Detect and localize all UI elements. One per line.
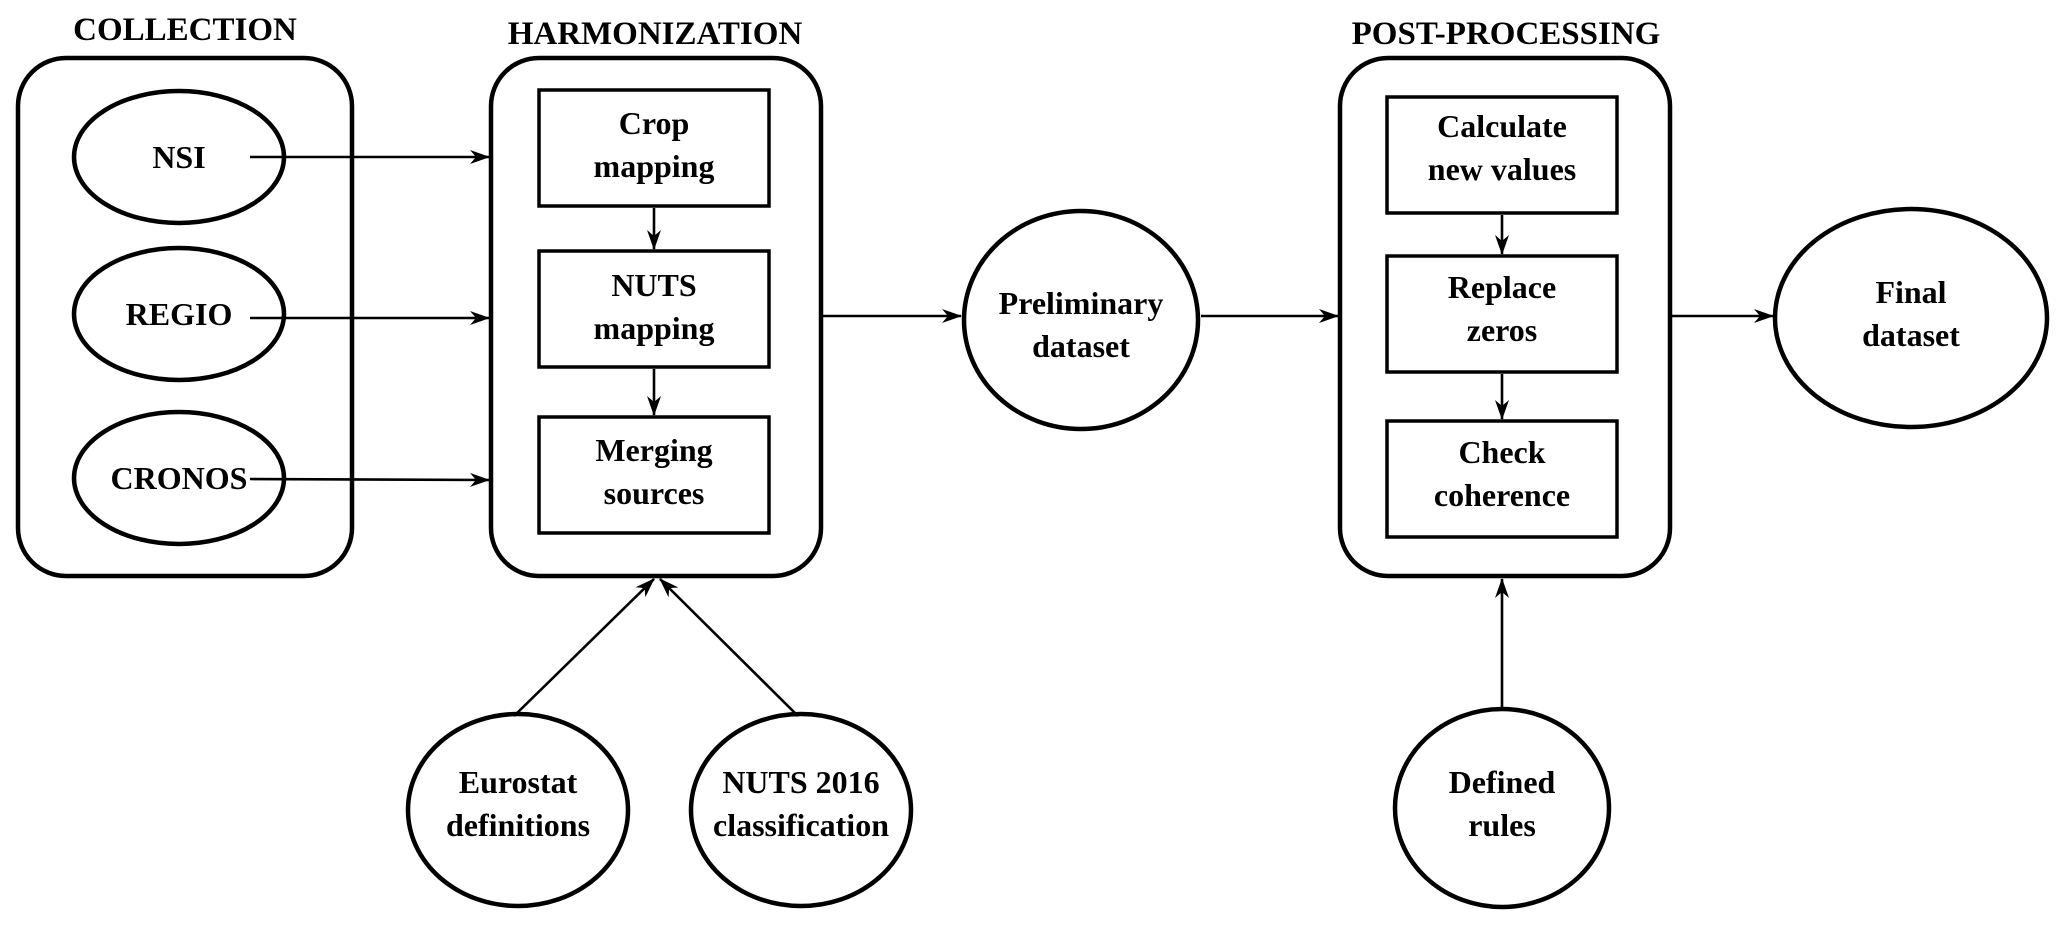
node-cronos-label: CRONOS	[111, 460, 248, 496]
node-nuts-mapping: NUTS mapping	[537, 249, 771, 369]
node-check-coherence: Check coherence	[1385, 419, 1619, 539]
node-calculate-new-values-line2: new values	[1428, 151, 1576, 187]
node-eurostat-definitions-line2: definitions	[446, 807, 590, 843]
node-regio-label: REGIO	[126, 296, 233, 332]
collection-heading: COLLECTION	[73, 12, 297, 48]
node-replace-zeros: Replace zeros	[1385, 254, 1619, 374]
arrow-eurostat-to-harmonization	[513, 578, 655, 717]
node-crop-mapping-line2: mapping	[594, 148, 715, 184]
node-preliminary-dataset: Preliminary dataset	[961, 208, 1201, 432]
node-regio: REGIO	[71, 245, 287, 383]
node-replace-zeros-line2: zeros	[1467, 312, 1537, 348]
node-defined-rules-line2: rules	[1468, 807, 1536, 843]
node-check-coherence-line2: coherence	[1434, 477, 1570, 513]
harmonization-heading: HARMONIZATION	[508, 16, 803, 52]
node-defined-rules-line1: Defined	[1449, 764, 1556, 800]
node-final-dataset-line1: Final	[1875, 274, 1946, 310]
node-check-coherence-line1: Check	[1458, 434, 1545, 470]
node-final-dataset-line2: dataset	[1862, 317, 1960, 353]
node-nuts-mapping-line1: NUTS	[611, 267, 696, 303]
node-calculate-new-values-line1: Calculate	[1437, 108, 1567, 144]
node-preliminary-dataset-line2: dataset	[1032, 328, 1130, 364]
node-merging-sources-line2: sources	[604, 475, 705, 511]
node-nuts-2016-classification-line1: NUTS 2016	[722, 764, 879, 800]
node-final-dataset: Final dataset	[1772, 206, 2050, 430]
node-nuts-2016-classification-line2: classification	[713, 807, 889, 843]
node-eurostat-definitions: Eurostat definitions	[405, 711, 631, 909]
node-preliminary-dataset-line1: Preliminary	[999, 285, 1164, 321]
post-processing-heading: POST-PROCESSING	[1352, 16, 1661, 52]
node-calculate-new-values: Calculate new values	[1385, 95, 1619, 215]
node-crop-mapping: Crop mapping	[537, 88, 771, 208]
node-defined-rules: Defined rules	[1392, 706, 1612, 910]
node-eurostat-definitions-line1: Eurostat	[459, 764, 578, 800]
node-merging-sources-line1: Merging	[595, 432, 712, 468]
node-crop-mapping-line1: Crop	[619, 105, 690, 141]
node-nuts-2016-classification: NUTS 2016 classification	[688, 711, 914, 909]
node-replace-zeros-line1: Replace	[1448, 269, 1556, 305]
node-nsi-label: NSI	[152, 139, 205, 175]
node-merging-sources: Merging sources	[537, 415, 771, 535]
node-nuts-mapping-line2: mapping	[594, 310, 715, 346]
arrow-cronos-to-harmonization	[249, 472, 490, 487]
arrow-nuts2016-to-harmonization	[659, 578, 799, 717]
